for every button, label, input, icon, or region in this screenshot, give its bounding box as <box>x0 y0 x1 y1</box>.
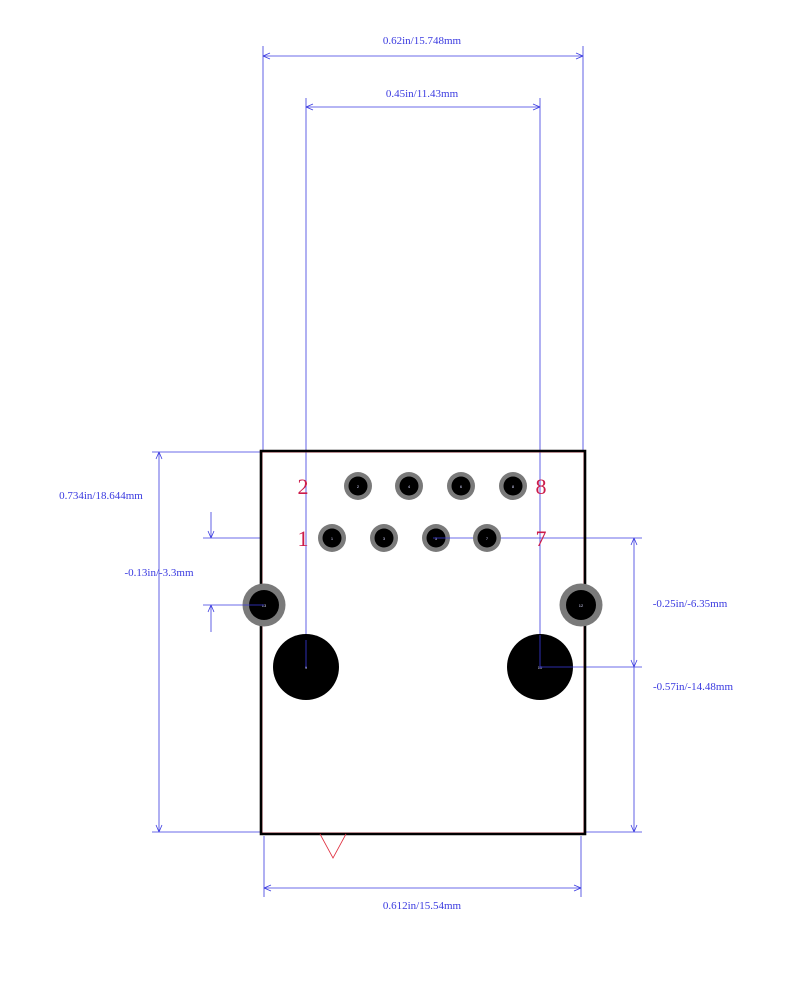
arrows-small-offset <box>207 530 215 613</box>
pad: 4 <box>395 472 423 500</box>
dim-label-offset-small: -0.13in/-3.3mm <box>124 567 193 579</box>
arrows-right-offsets <box>630 537 638 833</box>
pad-number: 4 <box>408 484 411 489</box>
pin-label-1: 1 <box>298 526 309 551</box>
pin-label-7: 7 <box>536 526 547 551</box>
pad-number: 12 <box>579 603 584 608</box>
pad-number: 7 <box>486 536 489 541</box>
dim-label-body-width: 0.612in/15.54mm <box>383 900 462 912</box>
pad-number: 13 <box>262 603 267 608</box>
dim-label-offset-y1: -0.25in/-6.35mm <box>653 598 728 610</box>
dimension-lines <box>152 46 642 897</box>
shield-pad-right: 12 <box>559 583 603 627</box>
pin1-marker-triangle <box>319 833 347 859</box>
pads: 2 4 6 8 1 3 5 7 <box>242 472 603 700</box>
pad: 6 <box>447 472 475 500</box>
pad-number: 2 <box>357 484 360 489</box>
pad: 8 <box>499 472 527 500</box>
arrows-inner-width <box>305 103 541 111</box>
dim-label-inner-width: 0.45in/11.43mm <box>386 88 459 100</box>
dim-label-offset-y2: -0.57in/-14.48mm <box>653 681 733 693</box>
body-outline-top <box>259 449 587 589</box>
pin-label-8: 8 <box>536 474 547 499</box>
pad: 1 <box>318 524 346 552</box>
pad-number: 5 <box>435 536 438 541</box>
dim-label-overall-width: 0.62in/15.748mm <box>383 35 462 47</box>
component-outline <box>259 449 587 859</box>
body-outline-bottom <box>259 622 587 836</box>
pad: 2 <box>344 472 372 500</box>
pad: 3 <box>370 524 398 552</box>
pad-number: 3 <box>383 536 386 541</box>
arrows-height <box>155 451 163 833</box>
arrows-overall-width <box>262 52 584 60</box>
pin-label-2: 2 <box>298 474 309 499</box>
pad-number: 1 <box>331 536 334 541</box>
pad: 7 <box>473 524 501 552</box>
overlay-dimension-lines <box>243 537 573 668</box>
pad-number: 6 <box>460 484 463 489</box>
pad-number: 8 <box>512 484 515 489</box>
dim-label-height: 0.734in/18.644mm <box>59 490 143 502</box>
arrows-body-width <box>263 884 582 892</box>
